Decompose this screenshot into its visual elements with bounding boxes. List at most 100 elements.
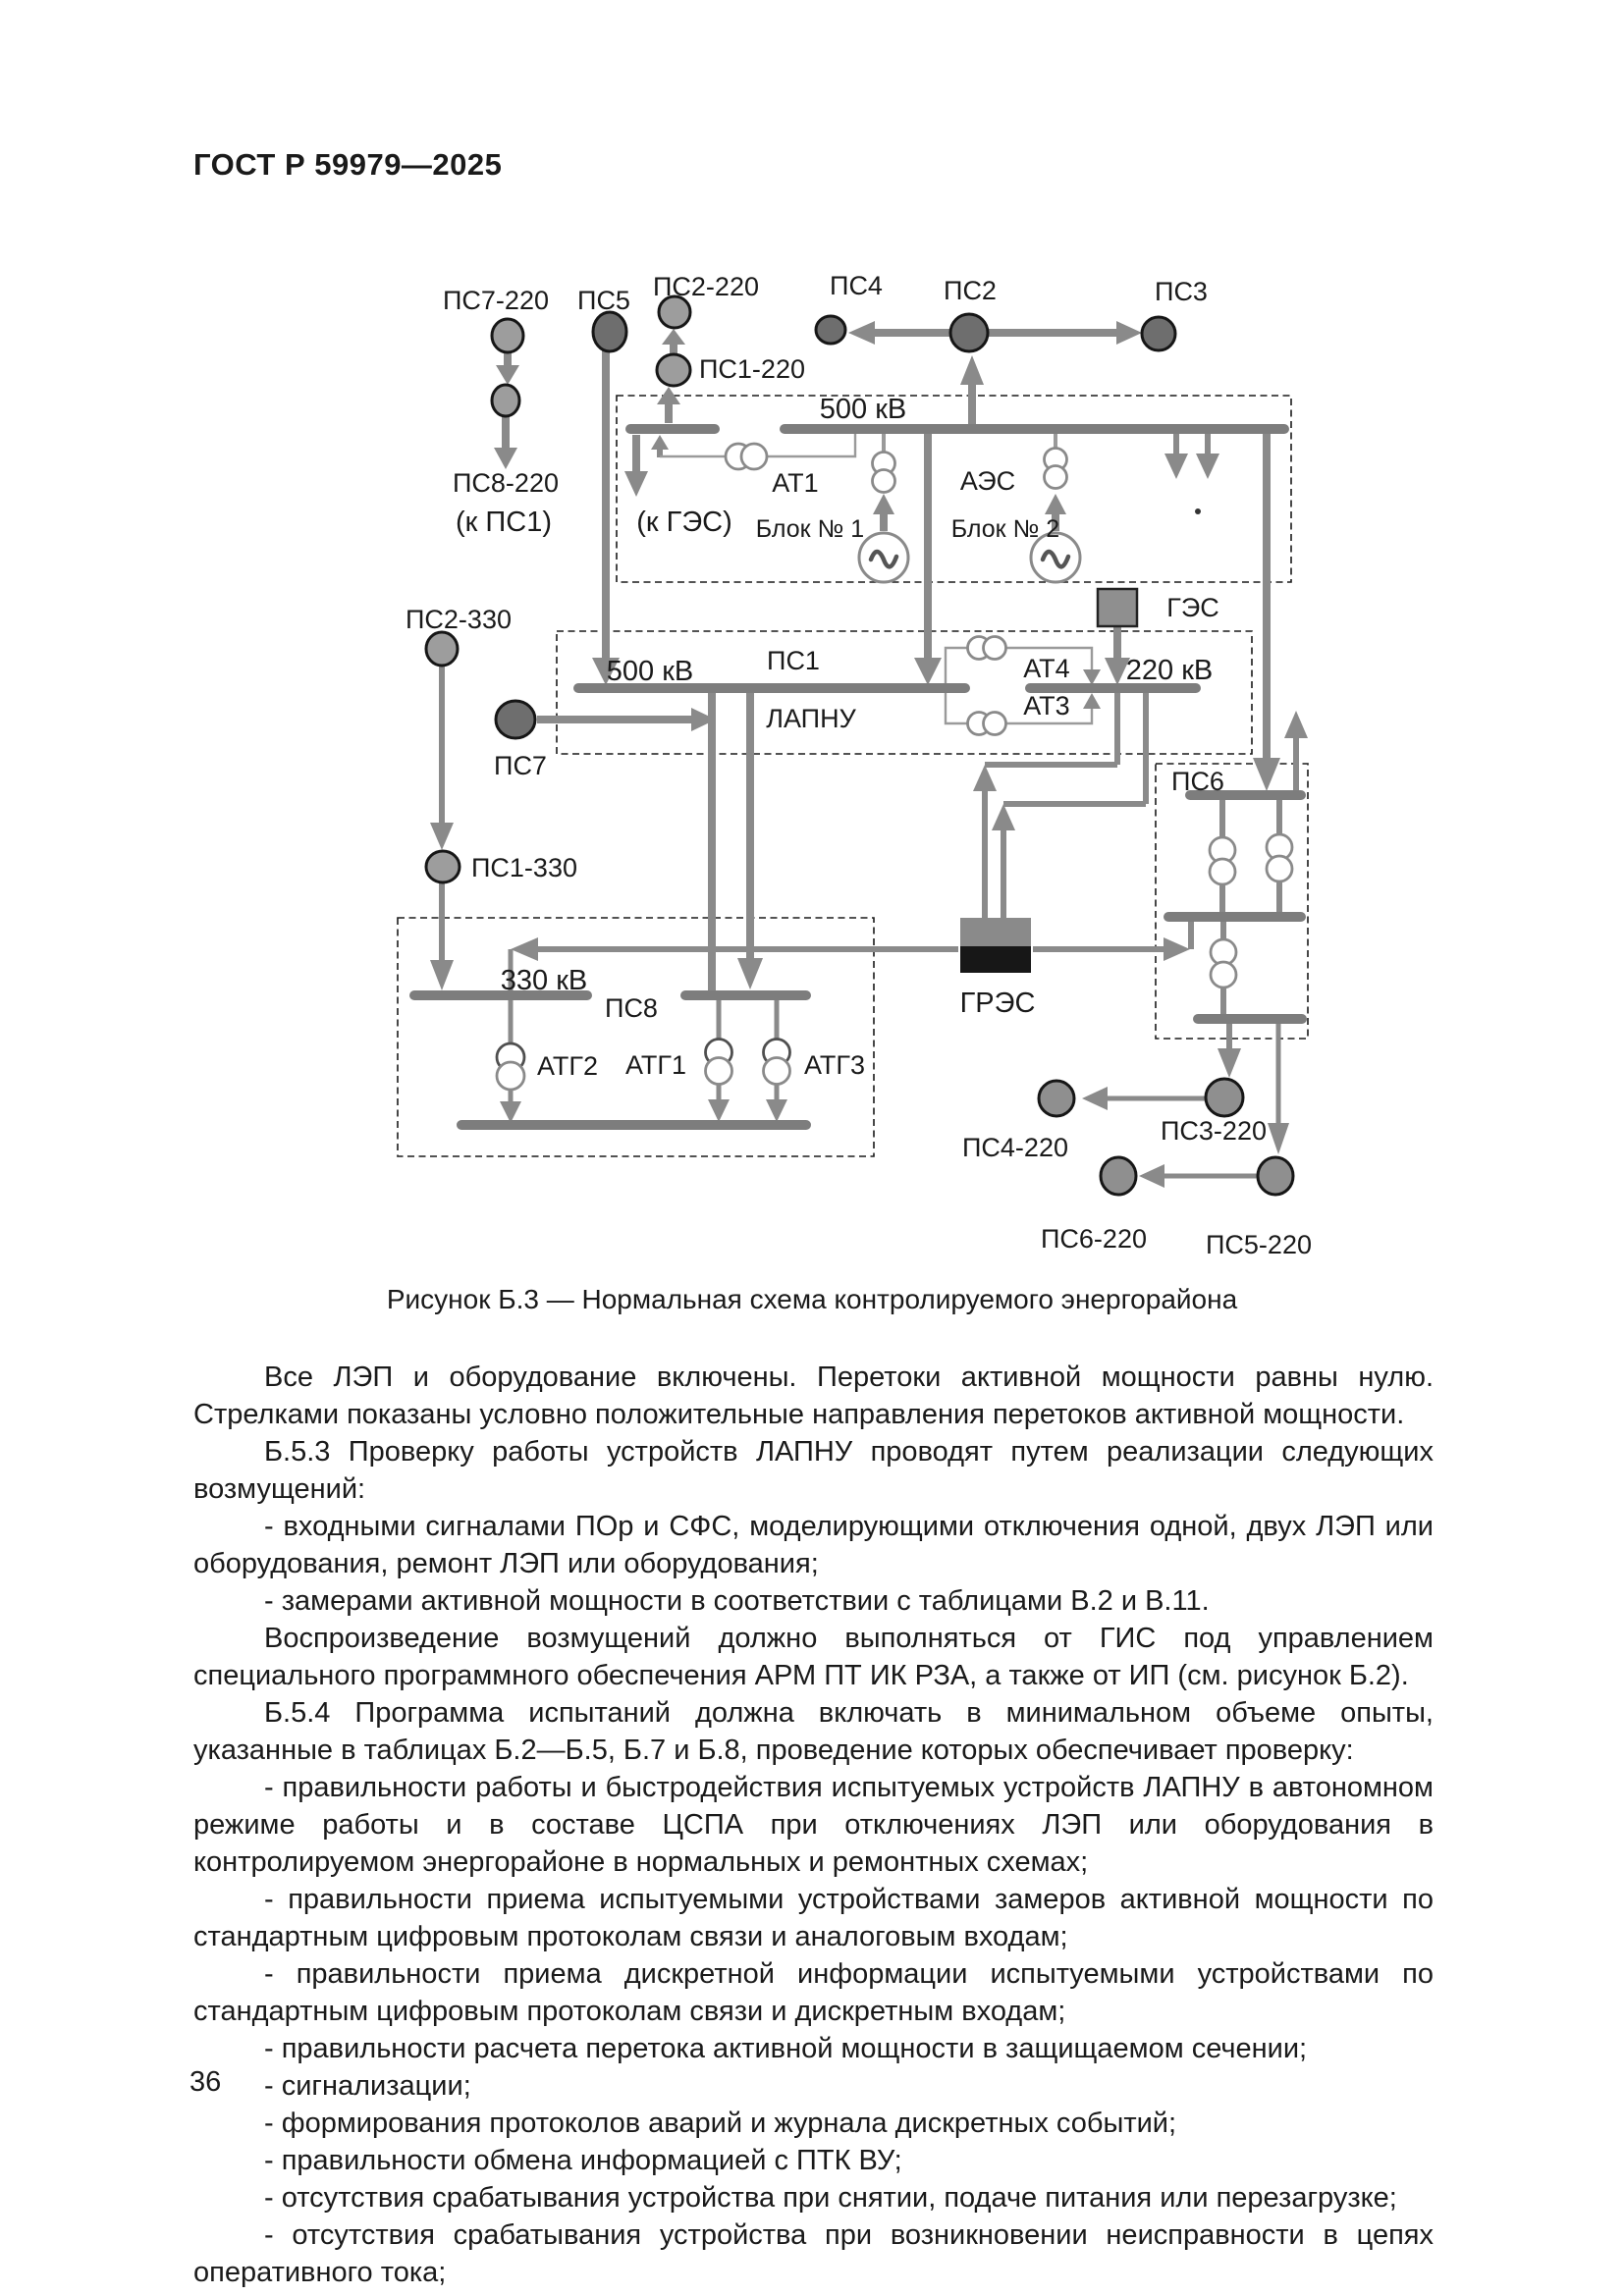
line-aes-bus-to-ps1-220 — [657, 387, 680, 423]
line-ps2-to-ps4 — [848, 321, 949, 345]
label-k-ps1: (к ПС1) — [456, 507, 552, 538]
label-330kv: 330 кВ — [501, 965, 587, 996]
label-ges: ГЭС — [1166, 593, 1219, 622]
label-ps7-220: ПС7-220 — [443, 286, 549, 315]
line-ps7-to-ps1-bus — [537, 708, 716, 731]
paragraph: - замерами активной мощности в соответст… — [264, 1585, 1210, 1617]
atg2-transformer — [495, 949, 526, 1123]
line-ps2-330-to-ps1-330 — [430, 667, 454, 850]
line-ps6-to-ps3-220 — [1218, 1023, 1241, 1078]
line-ps6-up-parallel — [1284, 711, 1308, 793]
line-aes-bus-to-ps2 — [960, 355, 984, 424]
ps1-220kv-dashed-box — [556, 630, 1253, 755]
paragraph: - правильности расчета перетока активной… — [264, 2033, 1308, 2064]
label-gres: ГРЭС — [960, 988, 1036, 1019]
standard-number-header: ГОСТ Р 59979—2025 — [193, 147, 503, 182]
at3-transformer — [944, 692, 1101, 736]
line-gres-to-ps8 — [511, 937, 958, 961]
node-ps3-220 — [1204, 1077, 1245, 1118]
line-ps1-330-to-330-bus — [430, 883, 454, 990]
label-500kv-aes: 500 кВ — [820, 394, 906, 425]
label-ps1-330: ПС1-330 — [471, 853, 577, 882]
paragraph: Все ЛЭП и оборудование включены. Переток… — [193, 1362, 1434, 1430]
line-ps3-220-to-ps4-220 — [1082, 1087, 1205, 1110]
paragraph: - входными сигналами ПОр и СФС, моделиру… — [193, 1511, 1434, 1579]
node-ps5 — [591, 310, 628, 353]
node-ps7 — [494, 699, 537, 740]
label-ps1-220: ПС1-220 — [699, 354, 805, 384]
label-lapnu: ЛАПНУ — [766, 704, 856, 733]
figure-caption: Рисунок Б.3 — Нормальная схема контролир… — [386, 1284, 1238, 1314]
label-ps5: ПС5 — [577, 286, 630, 315]
line-gres-to-ps6 — [1033, 919, 1194, 961]
node-ps2-220 — [657, 294, 692, 330]
line-aes-bus-to-ps6 — [1253, 432, 1280, 791]
label-at4: АТ4 — [1023, 654, 1069, 683]
line-ps5-to-ps1-bus — [592, 350, 620, 685]
label-ps2-220: ПС2-220 — [653, 272, 759, 301]
gres-plant — [960, 918, 1031, 973]
node-ps2-330 — [424, 630, 460, 667]
paragraph: Б.5.3 Проверку работы устройств ЛАПНУ пр… — [193, 1436, 1434, 1505]
aes-dashed-box — [616, 395, 1292, 583]
line-ps5-220-to-ps6-220 — [1139, 1164, 1257, 1188]
node-ps2 — [948, 312, 990, 353]
paragraph: - правильности приема дискретной информа… — [193, 1958, 1434, 2027]
blok1-generator-unit — [857, 433, 910, 584]
label-500kv-ps1: 500 кВ — [607, 656, 693, 687]
at1-transformer — [660, 434, 857, 471]
label-atg3: АТГ3 — [804, 1050, 865, 1080]
label-ps6: ПС6 — [1171, 767, 1224, 796]
node-ps5-220 — [1256, 1155, 1295, 1197]
paragraph: - правильности приема испытуемыми устрой… — [193, 1884, 1434, 1952]
line-ps2-to-ps3 — [988, 321, 1142, 345]
lines-220bus-to-gres — [973, 690, 1149, 918]
lines-ps1-bus-to-ps8-bus — [708, 692, 763, 991]
blok2-generator-unit — [1029, 433, 1082, 584]
node-ps6-220 — [1099, 1155, 1138, 1197]
label-ps3-220: ПС3-220 — [1161, 1116, 1267, 1146]
paragraph: - правильности обмена информацией с ПТК … — [264, 2145, 902, 2176]
node-ps3 — [1140, 315, 1177, 352]
line-k-ges-feeder — [624, 435, 669, 497]
label-blok1: Блок № 1 — [756, 515, 864, 543]
line-ps6-to-ps5-220 — [1268, 1023, 1289, 1154]
ps6-transformers — [1208, 800, 1294, 1014]
paragraph: - сигнализации; — [264, 2070, 471, 2102]
label-ps2: ПС2 — [944, 276, 997, 305]
ps6-dashed-box — [1155, 763, 1309, 1040]
line-aes-bus-to-ps1-bus — [914, 433, 942, 685]
label-ps1: ПС1 — [767, 646, 820, 675]
ges-plant — [1096, 587, 1139, 685]
label-ps5-220: ПС5-220 — [1206, 1230, 1312, 1259]
paragraph: - правильности работы и быстродействия и… — [193, 1772, 1434, 1878]
atg3-transformer — [762, 999, 791, 1122]
paragraph: - формирования протоколов аварий и журна… — [264, 2108, 1177, 2139]
label-ps3: ПС3 — [1155, 277, 1208, 306]
label-atg1: АТГ1 — [625, 1050, 686, 1080]
node-ps7-220 — [490, 317, 525, 354]
paragraph: - отсутствия срабатывания устройства при… — [193, 2219, 1434, 2288]
label-aes: АЭС — [960, 466, 1015, 496]
node-ps4-220 — [1037, 1079, 1076, 1118]
paragraph: Б.5.4 Программа испытаний должна включат… — [193, 1697, 1434, 1766]
body-text: Все ЛЭП и оборудование включены. Переток… — [193, 1359, 1434, 2291]
line-ps1-220-to-ps2-220 — [662, 329, 685, 354]
label-ps6-220: ПС6-220 — [1041, 1224, 1147, 1254]
at4-transformer — [944, 635, 1101, 685]
label-ps2-330: ПС2-330 — [406, 605, 512, 634]
paragraph: Воспроизведение возмущений должно выполн… — [193, 1623, 1434, 1691]
node-ps1-220 — [655, 352, 692, 388]
ps8-dashed-box — [397, 917, 875, 1157]
node-ps4 — [814, 314, 847, 346]
node-ps1-330 — [424, 849, 461, 884]
paragraph: - отсутствия срабатывания устройства при… — [264, 2182, 1397, 2214]
node-ps8-220 — [490, 383, 521, 418]
label-220kv: 220 кВ — [1126, 655, 1213, 686]
label-at1: АТ1 — [772, 468, 818, 498]
label-ps4: ПС4 — [830, 271, 883, 300]
atg1-transformer — [704, 999, 733, 1122]
label-at3: АТ3 — [1023, 691, 1069, 721]
page-number: 36 — [189, 2066, 222, 2098]
